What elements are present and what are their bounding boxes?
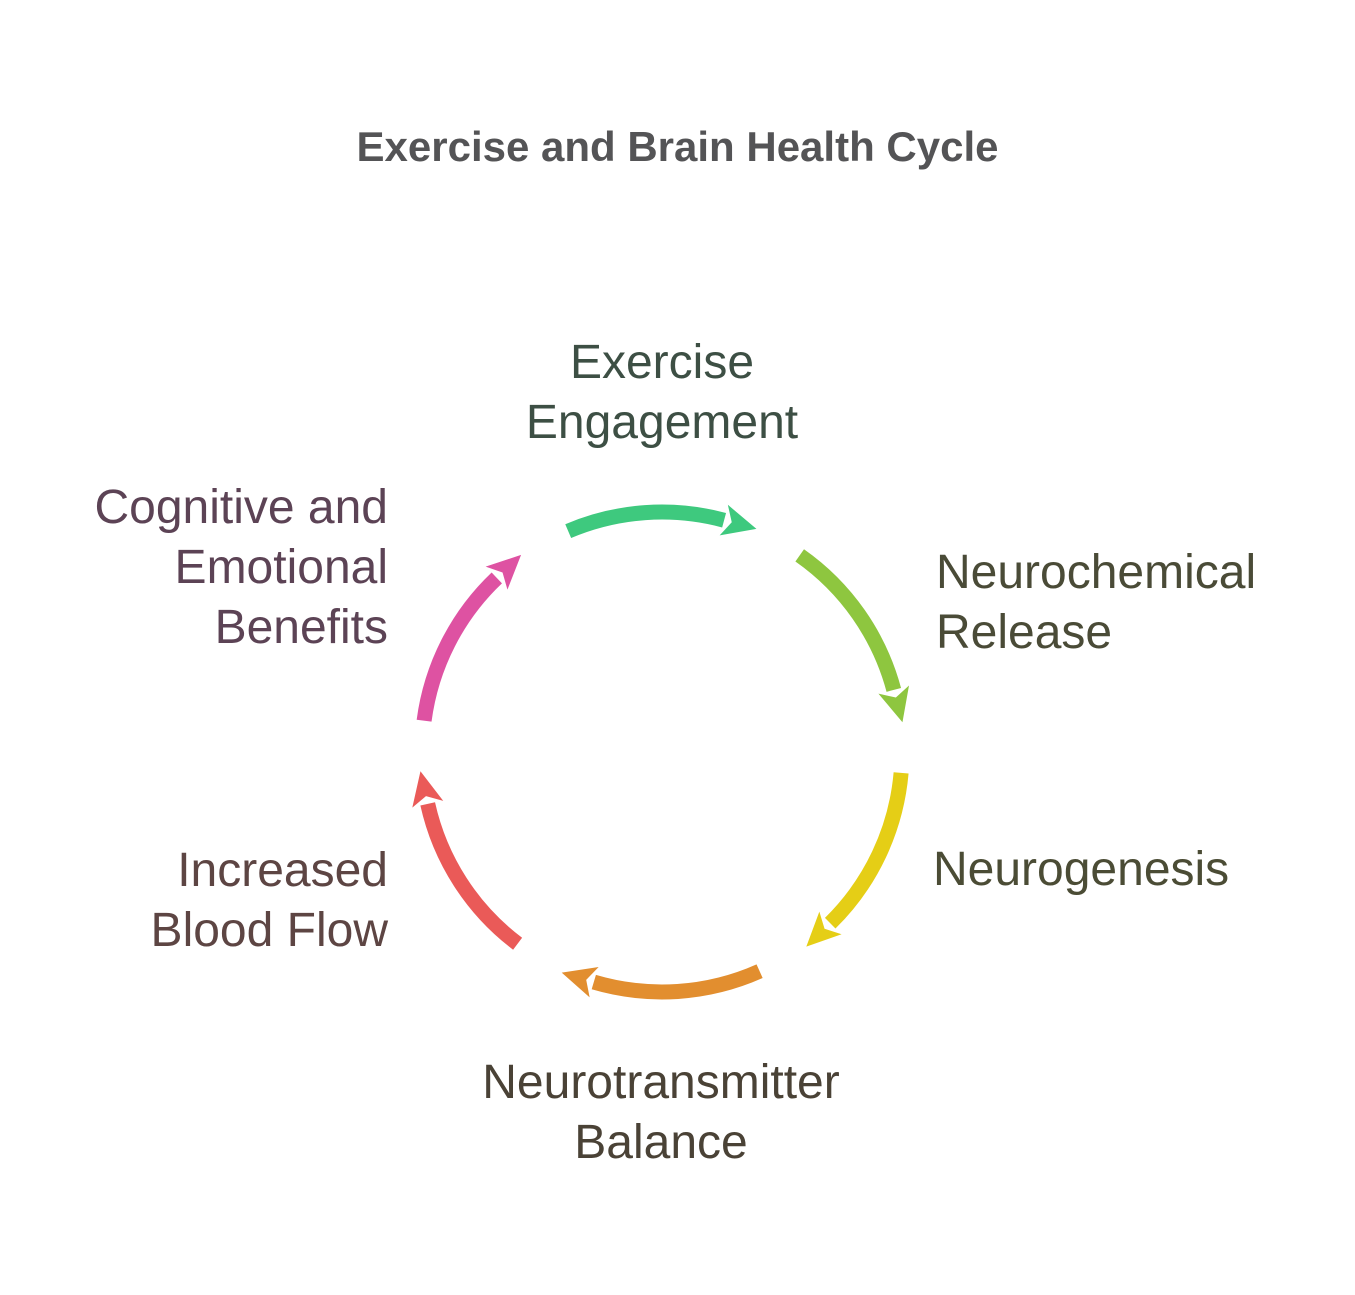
arrow-neurogenesis-to-neurotransmitter [806,772,909,947]
arrow-neurotransmitter-to-bloodflow [561,964,763,1000]
stage-label-neurochemical-release: Neurochemical Release [936,546,1257,659]
arrow-bloodflow-to-cognitive [412,771,523,950]
stage-label-cognitive-emotional-benefits: Cognitive and Emotional Benefits [94,481,388,654]
arrow-neurochemical-to-neurogenesis [795,549,910,723]
page-title: Exercise and Brain Health Cycle [356,123,999,170]
arrow-exercise-to-neurochemical [565,504,757,539]
stage-label-increased-blood-flow: Increased Blood Flow [150,844,388,957]
stage-label-neurotransmitter-balance: Neurotransmitter Balance [482,1056,840,1169]
stage-label-neurogenesis: Neurogenesis [933,843,1230,896]
arrow-cognitive-to-exercise [416,554,522,722]
stage-label-exercise-engagement: Exercise Engagement [525,336,799,449]
